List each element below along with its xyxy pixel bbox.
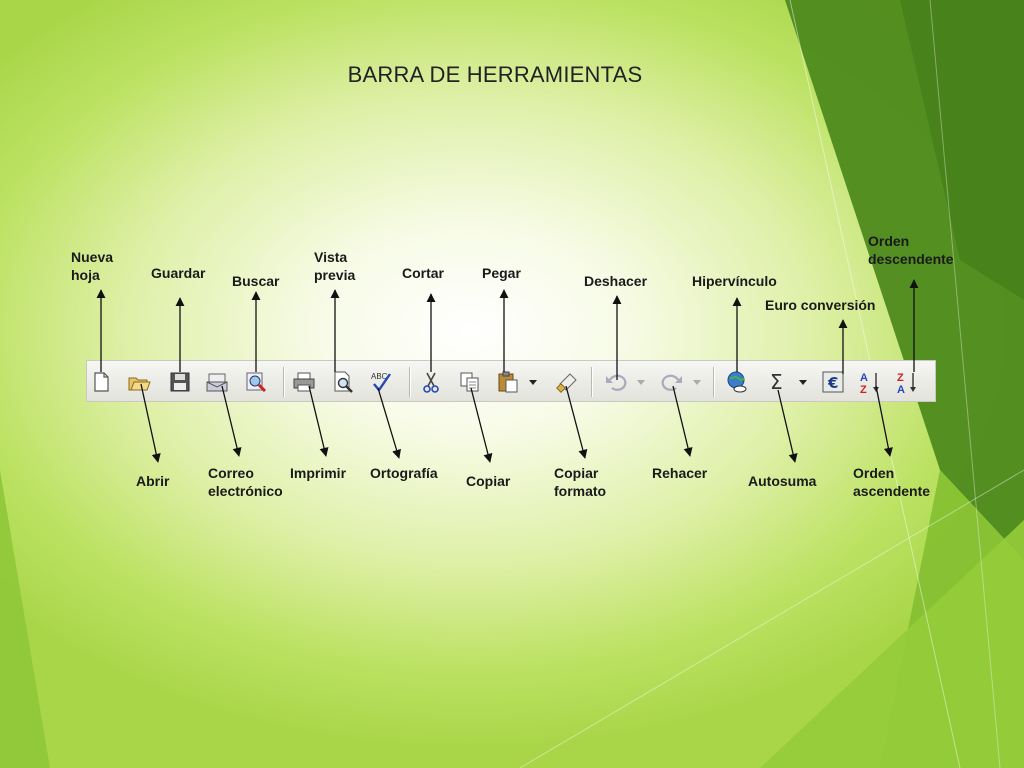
floppy-disk-icon[interactable] [168,370,192,394]
label-euro-conversion: Euro conversión [765,297,876,313]
print-preview-icon[interactable] [331,370,355,394]
toolbar-separator [283,367,284,397]
paste-icon[interactable] [496,370,520,394]
euro-glyph: € [827,374,838,392]
new-document-icon[interactable] [89,370,113,394]
sort-desc-z: Z [897,372,904,384]
search-icon[interactable] [244,370,268,394]
label-orden-descendente: Orden descendente [868,233,954,267]
label-imprimir: Imprimir [290,465,347,481]
label-copiar: Copiar [466,473,511,489]
label-orden-ascendente: Orden ascendente [853,465,931,499]
label-buscar: Buscar [232,273,280,289]
label-ortografia: Ortografía [370,465,438,481]
hyperlink-icon[interactable] [725,370,749,394]
euro-icon[interactable]: € [821,370,845,394]
redo-dropdown-chevron-down-icon[interactable] [690,370,704,394]
email-icon[interactable] [205,370,229,394]
copy-icon[interactable] [458,370,482,394]
label-correo: Correo electrónico [208,465,283,499]
sigma-icon[interactable]: Σ [766,370,790,394]
label-copiar-formato: Copiar formato [554,465,607,499]
toolbar-separator [409,367,410,397]
label-nueva-hoja: Nueva hoja [71,249,114,283]
toolbar-separator [713,367,714,397]
spellcheck-glyph: ABC [371,372,388,381]
autosum-dropdown-chevron-down-icon[interactable] [796,370,810,394]
label-rehacer: Rehacer [652,465,708,481]
label-abrir: Abrir [136,473,170,489]
page-title: BARRA DE HERRAMIENTAS [347,62,643,87]
label-vista-previa: Vista previa [314,249,356,283]
label-pegar: Pegar [482,265,521,281]
scissors-icon[interactable] [419,370,443,394]
undo-icon[interactable] [604,370,628,394]
label-guardar: Guardar [151,265,206,281]
label-cortar: Cortar [402,265,445,281]
sort-asc-a: A [860,372,868,384]
label-autosuma: Autosuma [748,473,817,489]
toolbar-separator [591,367,592,397]
label-hipervinculo: Hipervínculo [692,273,777,289]
spellcheck-icon[interactable]: ABC [369,370,393,394]
paste-dropdown-chevron-down-icon[interactable] [526,370,540,394]
sort-asc-z: Z [860,384,867,394]
redo-icon[interactable] [660,370,684,394]
sort-desc-a: A [897,384,905,394]
sigma-glyph: Σ [770,370,783,394]
printer-icon[interactable] [292,370,316,394]
format-painter-icon[interactable] [556,370,580,394]
open-folder-icon[interactable] [127,370,151,394]
label-deshacer: Deshacer [584,273,648,289]
undo-dropdown-chevron-down-icon[interactable] [634,370,648,394]
